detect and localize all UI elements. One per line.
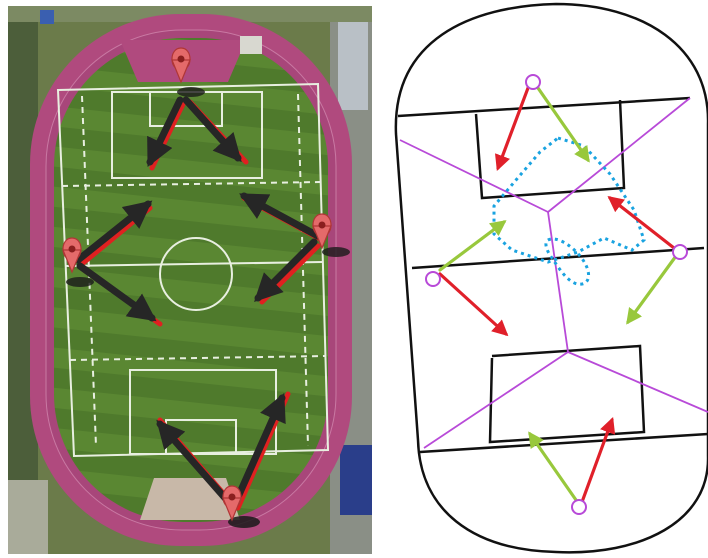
schematic-panel [396, 4, 708, 552]
circle-marker-icon [526, 75, 540, 89]
aerial-photo-panel [8, 6, 372, 554]
circle-marker-icon [426, 272, 440, 286]
circle-marker-icon [572, 500, 586, 514]
circle-marker-icon [673, 245, 687, 259]
